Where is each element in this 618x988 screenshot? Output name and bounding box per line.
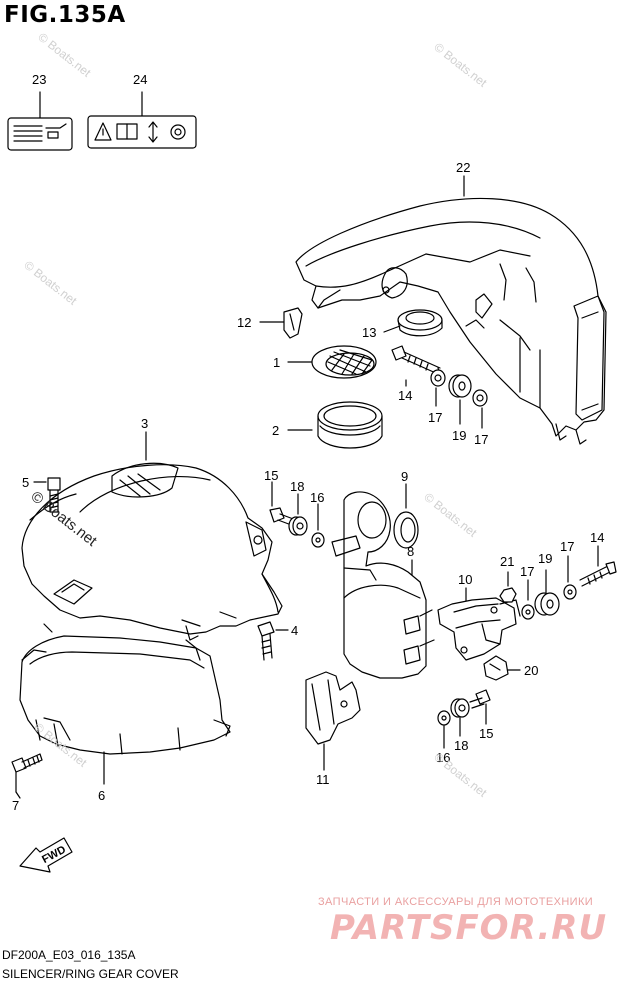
part-17-washer-upper-b [472, 389, 488, 429]
part-6-lower-cover [19, 635, 231, 785]
part-18-grommet-lower [450, 698, 470, 737]
part-10-bracket [437, 587, 521, 661]
part-3-ring-gear-cover [21, 431, 283, 641]
part-8-silencer-pipe [331, 491, 435, 679]
part-20-clip [483, 655, 521, 681]
partsfor-subtitle: ЗАПЧАСТИ И АКСЕССУАРЫ ДЛЯ МОТОТЕХНИКИ [318, 896, 594, 908]
callout-16-left: 16 [310, 490, 324, 505]
part-19-grommet-right [534, 569, 560, 616]
part-4-bolt [257, 621, 289, 661]
callout-24: 24 [133, 72, 147, 87]
callout-19-upper: 19 [452, 428, 466, 443]
part-21-nut [499, 571, 517, 603]
part-7-bolt [11, 753, 43, 793]
callout-labels: 23 24 22 12 13 1 14 17 19 17 2 3 5 15 18… [12, 72, 604, 813]
part-16-collar-left [311, 503, 325, 548]
callout-10: 10 [458, 572, 472, 587]
callout-17-upper-b: 17 [474, 432, 488, 447]
callout-23: 23 [32, 72, 46, 87]
callout-8: 8 [407, 544, 414, 559]
callout-14-upper: 14 [398, 388, 412, 403]
part-24-warning-label [87, 91, 197, 149]
callout-15-left: 15 [264, 468, 278, 483]
part-14-bolt-right [579, 545, 617, 587]
callout-22: 22 [456, 160, 470, 175]
figure-title: FIG.135A [4, 2, 126, 28]
part-11-bracket [305, 671, 361, 771]
part-15-bolt-lower [469, 689, 491, 725]
figure-name: SILENCER/RING GEAR COVER [2, 967, 179, 981]
callout-7: 7 [12, 798, 19, 813]
callout-15-lower: 15 [479, 726, 493, 741]
callout-4: 4 [291, 623, 298, 638]
callout-5: 5 [22, 475, 29, 490]
callout-17-upper-a: 17 [428, 410, 442, 425]
callout-17-right-a: 17 [520, 564, 534, 579]
callout-1: 1 [273, 355, 280, 370]
callout-2: 2 [272, 423, 279, 438]
callout-16-lower: 16 [436, 750, 450, 765]
callout-19-right: 19 [538, 551, 552, 566]
part-5-bolt [33, 477, 61, 513]
figure-code: DF200A_E03_016_135A [2, 948, 136, 962]
part-22-silencer-case [295, 175, 607, 445]
callout-9: 9 [401, 469, 408, 484]
part-17-washer-right-b [563, 555, 577, 600]
part-17-washer-upper-a [430, 369, 446, 407]
callout-20: 20 [524, 663, 538, 678]
callout-13: 13 [362, 325, 376, 340]
callout-14-right: 14 [590, 530, 604, 545]
part-18-grommet-left [288, 493, 308, 536]
partsfor-logo: PARTSFOR.RU [330, 908, 608, 948]
callout-6: 6 [98, 788, 105, 803]
callout-17-right-b: 17 [560, 539, 574, 554]
part-17-washer-right-a [521, 579, 535, 620]
part-16-collar-lower [437, 710, 451, 749]
callout-21: 21 [500, 554, 514, 569]
part-9-seal [393, 483, 419, 549]
callout-18-left: 18 [290, 479, 304, 494]
part-1-screen [287, 345, 377, 379]
part-12-clip [259, 307, 303, 339]
part-19-grommet-upper [448, 374, 472, 425]
part-2-seal-ring [287, 401, 383, 449]
part-13-grommet [383, 309, 443, 337]
part-23-oil-label [7, 91, 73, 151]
fwd-arrow-icon [19, 837, 73, 873]
callout-11: 11 [316, 772, 330, 787]
part-15-bolt-left [269, 481, 297, 527]
callout-12: 12 [237, 315, 251, 330]
callout-18-lower: 18 [454, 738, 468, 753]
callout-3: 3 [141, 416, 148, 431]
